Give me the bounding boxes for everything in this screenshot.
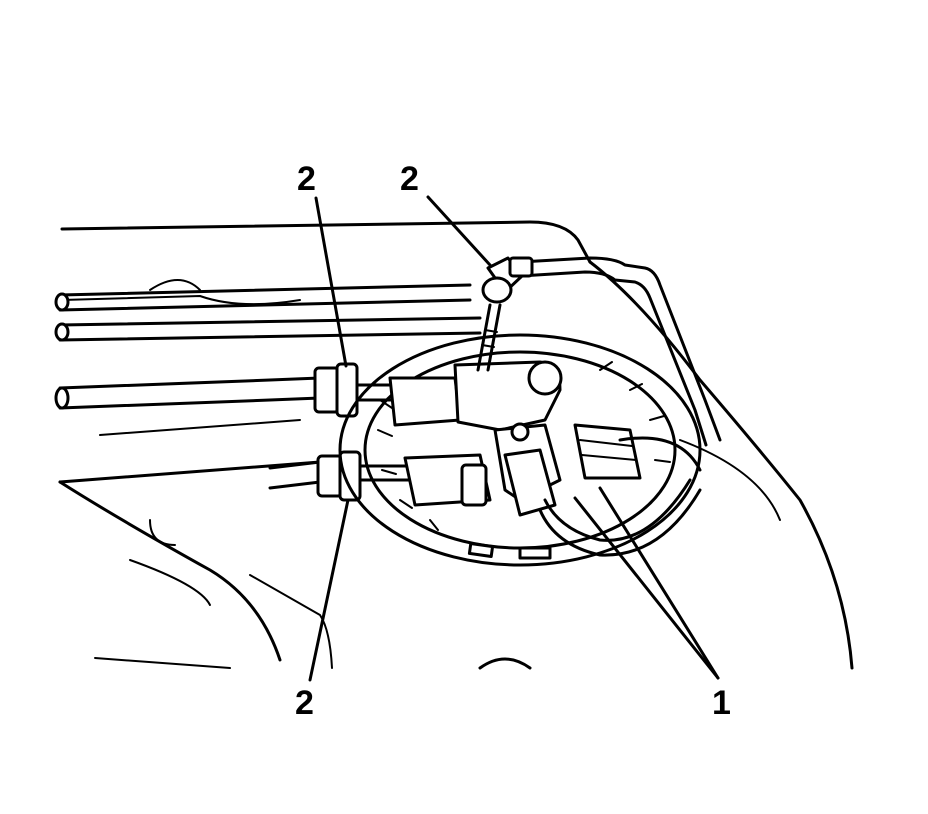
leader-2-bottom	[308, 498, 350, 682]
fuel-lines-left	[54, 283, 482, 490]
electrical-connector	[573, 423, 642, 480]
callout-2-top-left: 2	[297, 160, 316, 198]
leader-2-top-left	[314, 196, 348, 368]
callout-leaders	[308, 195, 720, 682]
vent-tubes-right	[518, 256, 722, 557]
leader-1-a	[573, 496, 720, 680]
quick-connector-upper	[313, 362, 397, 418]
quick-connector-lower	[316, 450, 412, 502]
quick-connector-top	[476, 256, 534, 372]
callout-2-bottom: 2	[295, 684, 314, 722]
leader-1-b	[598, 486, 720, 680]
fuel-pump-module-flange	[338, 333, 702, 567]
fuel-tank-outline	[58, 220, 854, 670]
leader-2-top-center	[426, 195, 492, 267]
callout-2-top-center: 2	[400, 160, 419, 198]
pump-module-top	[388, 360, 563, 517]
callout-1-bottom-right: 1	[712, 684, 731, 722]
